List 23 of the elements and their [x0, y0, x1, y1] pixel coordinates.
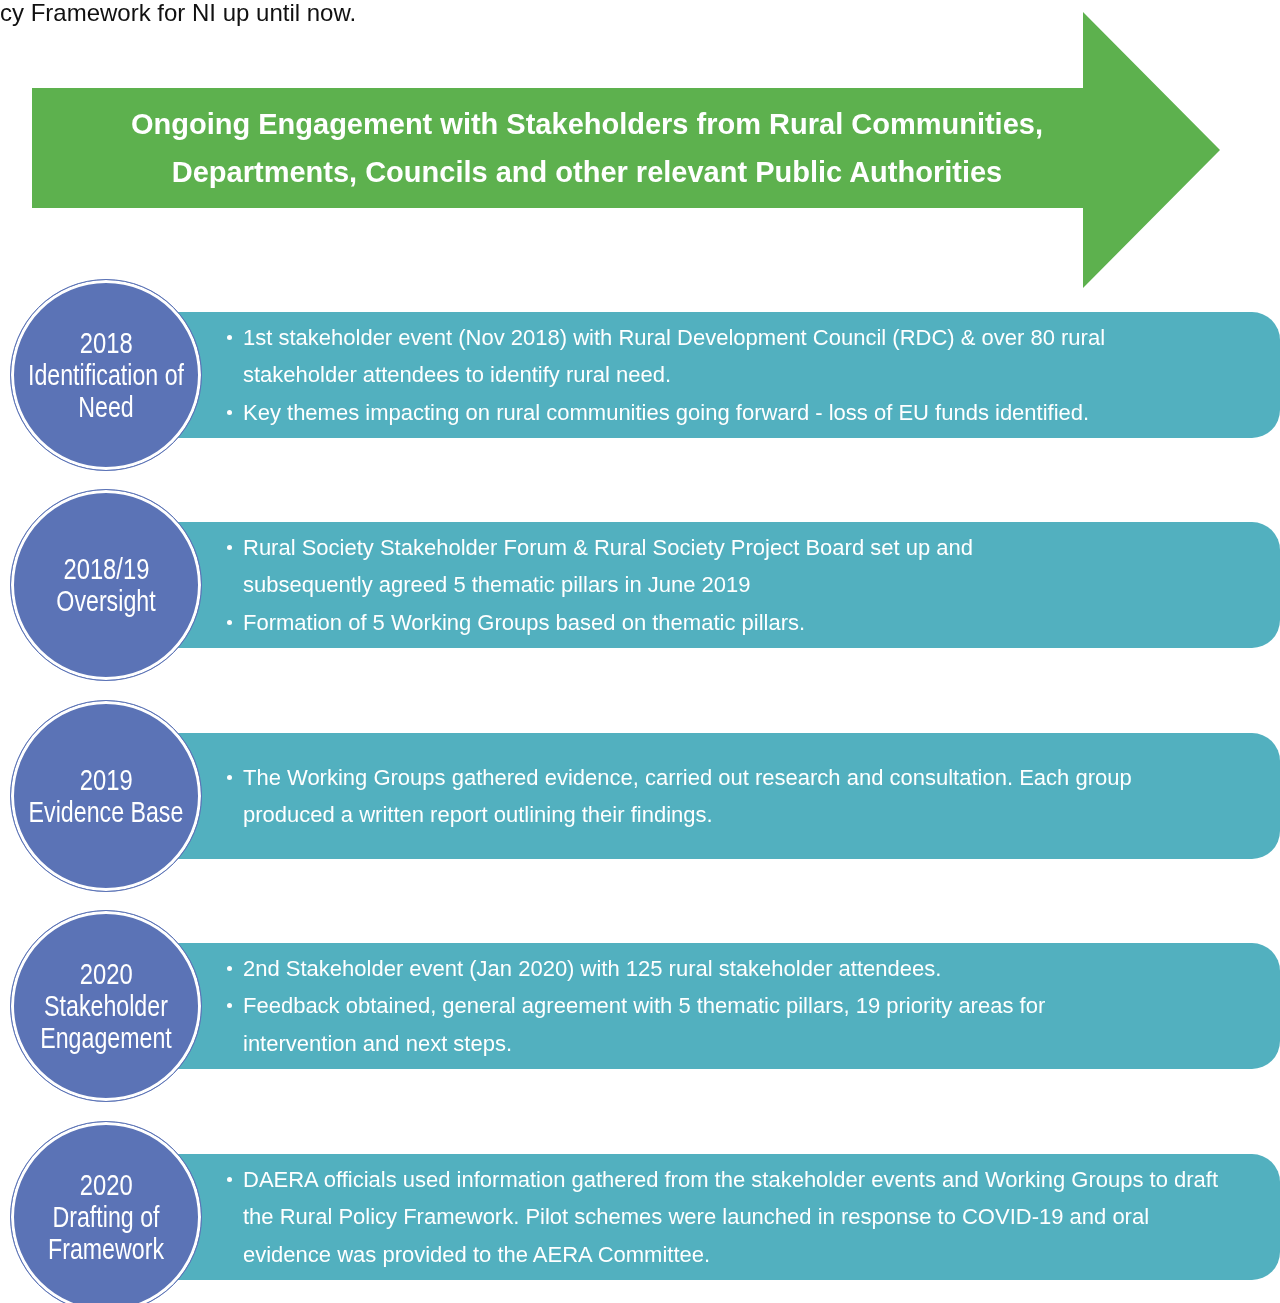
description-band — [178, 1154, 1280, 1280]
text-fragment: cy Framework for NI up until now. — [0, 0, 357, 26]
description-band — [178, 943, 1280, 1069]
stage-year: 2020 — [79, 958, 133, 990]
stage-title: Oversight — [55, 585, 157, 617]
stage-year: 2018 — [79, 327, 133, 359]
bullet-text: DAERA officials used information gathered from the stakeholder events and Working Groups to draft the Rural Policy Framework. Pilot schemes were launched in response to COVID-19 and oral evidence was provided to the AERA Committee. — [243, 1165, 1220, 1269]
bullet-text: 2nd Stakeholder event (Jan 2020) with 125 rural stakeholder attendees. — [243, 954, 943, 983]
stage-title: Evidence Base — [27, 796, 185, 828]
bullet-text: Key themes impacting on rural communities going forward - loss of EU funds identified. — [243, 398, 1091, 427]
stage-year: 2019 — [79, 764, 133, 796]
arrow-heading: Ongoing Engagement with Stakeholders from Rural Communities, Departments, Councils and other relevant Public Authorities — [130, 107, 1044, 190]
stage-year: 2020 — [79, 1169, 133, 1201]
stage-title: Stakeholder Engagement — [39, 990, 173, 1054]
bullet-text: Rural Society Stakeholder Forum & Rural Society Project Board set up and subsequently agreed 5 thematic pillars in June 2019 — [243, 533, 975, 600]
stage-year: 2018/19 — [63, 553, 149, 585]
bullet-text: The Working Groups gathered evidence, carried out research and consultation. Each group produced a written report outlining their findings. — [243, 763, 1133, 829]
bullet-text: Formation of 5 Working Groups based on thematic pillars. — [243, 608, 807, 637]
description-band — [178, 522, 1280, 648]
bullet-text: 1st stakeholder event (Nov 2018) with Rural Development Council (RDC) & over 80 rural stakeholder attendees to identify rural need. — [243, 323, 1107, 390]
stage-title: Identification of Need — [26, 359, 186, 423]
stage-title: Drafting of Framework — [47, 1201, 165, 1265]
bullet-text: Feedback obtained, general agreement with 5 thematic pillars, 19 priority areas for intervention and next steps. — [243, 992, 1047, 1058]
